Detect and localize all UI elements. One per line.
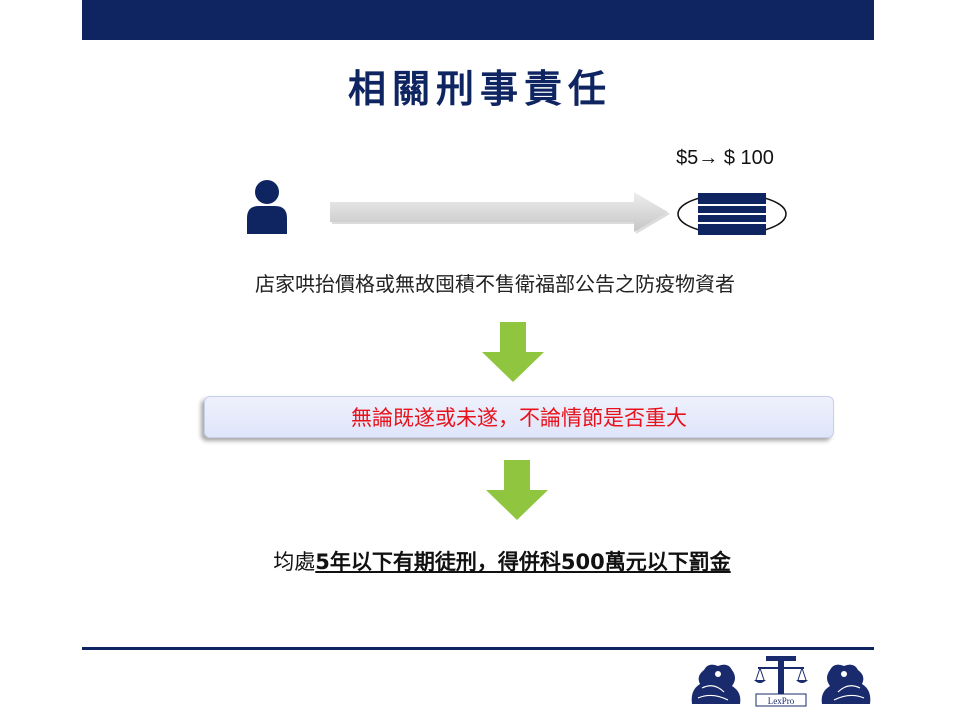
face-mask-icon [677,193,787,235]
person-icon [247,180,287,234]
logo-text: LexPro [768,696,795,706]
penalty-emphasis: 5年以下有期徒刑，得併科500萬元以下罰金 [315,550,731,574]
footer-divider [82,647,874,650]
arrow-right-icon [330,192,670,234]
header-bar [82,0,874,40]
slide-title: 相關刑事責任 [347,66,612,111]
description-text: 店家哄抬價格或無故囤積不售衛福部公告之防疫物資者 [255,272,735,296]
price-change-label: $5→ $ 100 [676,147,774,169]
condition-box: 無論既遂或未遂，不論情節是否重大 [204,396,834,438]
lexpro-logo: LexPro [691,656,871,707]
penalty-text: 均處5年以下有期徒刑，得併科500萬元以下罰金 [0,546,960,576]
condition-text: 無論既遂或未遂，不論情節是否重大 [351,406,687,430]
down-arrow-icon [486,460,548,520]
penalty-prefix: 均處 [273,550,316,574]
down-arrow-icon [482,322,544,382]
